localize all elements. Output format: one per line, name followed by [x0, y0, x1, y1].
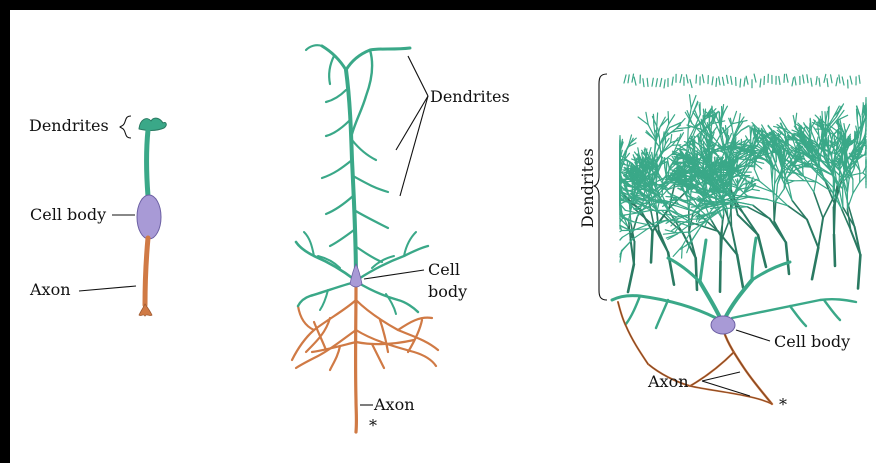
neuron-b: Dendrites Cell body Axon *	[292, 45, 510, 435]
neuron-c-axon	[618, 302, 772, 404]
neuron-b-axon-label: Axon	[373, 395, 415, 414]
neuron-b-asterisk: *	[369, 416, 377, 435]
neuron-a-dendrites-label: Dendrites	[29, 116, 109, 135]
neuron-a-cell-body	[137, 195, 161, 239]
neuron-c-asterisk: *	[779, 395, 787, 414]
neuron-c-cell-body-leader	[736, 330, 770, 341]
neuron-b-cell-body-label-line2: body	[428, 282, 467, 301]
neuron-a-dendrites-brace	[120, 116, 131, 138]
neuron-b-cell-body	[350, 264, 362, 287]
neuron-a-axon	[145, 238, 148, 305]
neuron-b-dendrites-label: Dendrites	[430, 87, 510, 106]
neuron-a-axon-label: Axon	[29, 280, 71, 299]
neuron-c-axon-label: Axon	[647, 372, 689, 391]
neuron-a-axon-terminal	[139, 304, 152, 316]
neuron-b-cell-body-label-line1: Cell	[428, 260, 460, 279]
neuron-c-cell-body-label: Cell body	[774, 332, 850, 351]
neuron-c: Dendrites Cell body Axon *	[578, 74, 866, 414]
neuron-a-dendrite-tuft	[139, 118, 166, 130]
neuron-c-cell-body	[711, 316, 735, 334]
neuron-a-axon-leader	[79, 286, 136, 291]
neuron-b-dendrites-leader-2	[396, 96, 428, 150]
neuron-a-cell-body-label: Cell body	[30, 205, 106, 224]
neuron-c-dendritic-arbor	[620, 74, 866, 292]
neuron-b-dendrites-leader-3	[400, 96, 428, 196]
neuron-b-dendrites	[296, 45, 428, 314]
neuron-c-axon-leader-2	[702, 381, 750, 396]
neuron-b-dendrites-leader-1	[408, 56, 428, 96]
neuron-a: Dendrites Cell body Axon	[29, 116, 166, 316]
neuron-a-dendrite-shaft	[147, 130, 149, 196]
neuron-c-dendrites-label: Dendrites	[578, 148, 597, 228]
neuron-b-axon	[356, 288, 357, 432]
